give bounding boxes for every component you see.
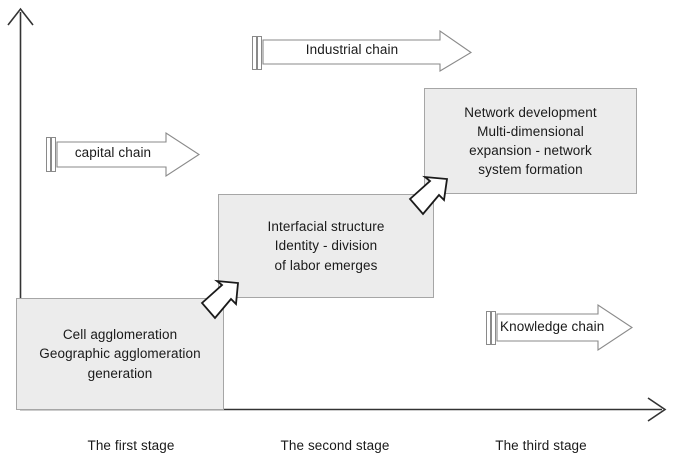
connector-arrow-stage-two-to-three xyxy=(408,175,449,216)
stage-one-box-label: Cell agglomeration Geographic agglomerat… xyxy=(39,327,201,381)
stage-two-box[interactable]: Interfacial structure Identity - divisio… xyxy=(218,194,434,298)
stage-caption-third: The third stage xyxy=(495,438,587,453)
capital-chain-label: capital chain xyxy=(74,145,152,160)
capital-chain-arrow[interactable] xyxy=(46,131,201,178)
stage-one-box[interactable]: Cell agglomeration Geographic agglomerat… xyxy=(16,298,224,410)
industrial-chain-arrow[interactable] xyxy=(252,29,473,72)
knowledge-chain-label: Knowledge chain xyxy=(500,319,605,334)
stage-caption-second: The second stage xyxy=(280,438,390,453)
stage-caption-first: The first stage xyxy=(87,438,175,453)
stage-three-box[interactable]: Network development Multi-dimensional ex… xyxy=(424,88,637,194)
connector-arrow-stage-one-to-two xyxy=(200,279,239,320)
knowledge-chain-arrow[interactable] xyxy=(486,303,633,352)
stage-two-box-label: Interfacial structure Identity - divisio… xyxy=(267,219,385,273)
stage-three-box-label: Network development Multi-dimensional ex… xyxy=(464,104,597,178)
industrial-chain-label: Industrial chain xyxy=(305,42,399,57)
